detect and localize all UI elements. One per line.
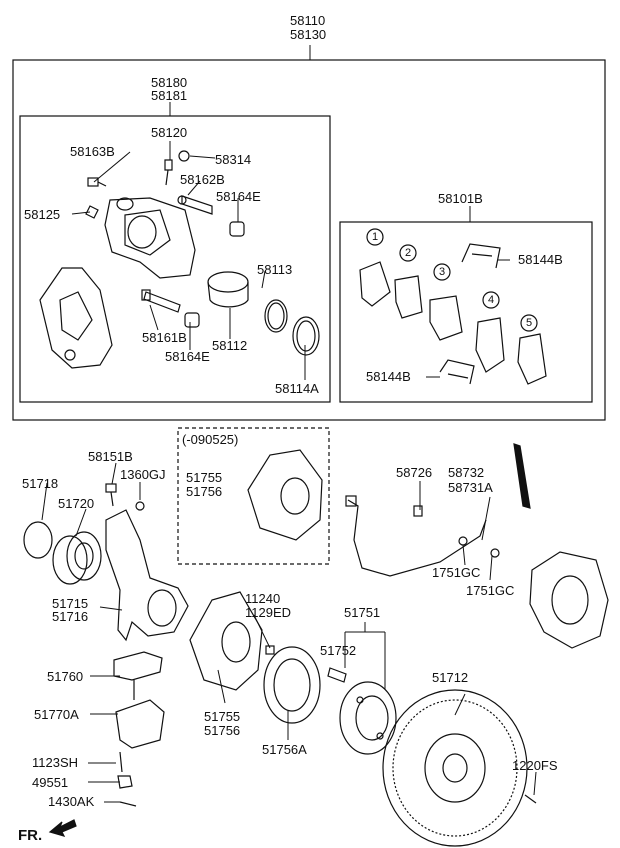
label-58164E-bottom: 58164E bbox=[165, 349, 210, 364]
caliper-body bbox=[104, 197, 196, 279]
label-58731A: 58731A bbox=[448, 480, 493, 495]
bolt-58151B bbox=[105, 483, 117, 507]
pad-kit-frame bbox=[339, 221, 593, 403]
label-1751GC-a: 1751GC bbox=[432, 565, 481, 580]
label-51751: 51751 bbox=[344, 605, 381, 620]
label-1129ED: 1129ED bbox=[245, 605, 292, 620]
pad-spring-58144B-top bbox=[461, 243, 501, 269]
label-090525: (-090525) bbox=[182, 432, 239, 447]
brake-pads bbox=[359, 228, 547, 385]
label-51770A: 51770A bbox=[34, 707, 79, 722]
guide-pin-58162B bbox=[177, 195, 213, 215]
label-58144B-top: 58144B bbox=[518, 252, 563, 267]
dust-cover-51755-top bbox=[247, 449, 323, 541]
label-11240: 11240 bbox=[245, 591, 281, 606]
bleeder-58120 bbox=[164, 159, 173, 186]
label-51718: 51718 bbox=[22, 476, 59, 491]
knuckle-51715 bbox=[105, 509, 189, 642]
label-49551: 49551 bbox=[32, 775, 69, 790]
caliper-assembled bbox=[529, 551, 609, 649]
bolt-58726 bbox=[413, 505, 423, 517]
wheel-arc-icon bbox=[513, 443, 531, 509]
bracket-51770A bbox=[115, 699, 165, 749]
piston-58112 bbox=[207, 271, 249, 308]
label-58101B: 58101B bbox=[438, 191, 483, 206]
boot-58164E-bottom bbox=[184, 312, 200, 328]
label-51756-top: 51756 bbox=[186, 484, 223, 499]
bolt-1123SH bbox=[119, 751, 123, 773]
dust-cover-51755-bottom bbox=[189, 591, 263, 691]
washer-1751GC-a bbox=[458, 536, 468, 546]
seal-58113 bbox=[264, 299, 288, 333]
label-1751GC-b: 1751GC bbox=[466, 583, 515, 598]
nut-1360GJ bbox=[135, 501, 145, 511]
shield-51756A bbox=[263, 646, 321, 724]
cap-58314 bbox=[178, 150, 190, 162]
label-58144B-bottom: 58144B bbox=[366, 369, 411, 384]
label-58161B: 58161B bbox=[142, 330, 187, 345]
label-51755-bottom: 51755 bbox=[204, 709, 241, 724]
label-51756-bottom: 51756 bbox=[204, 723, 241, 738]
front-arrow-icon bbox=[48, 819, 77, 837]
front-direction-label: FR. bbox=[18, 827, 43, 844]
label-51752: 51752 bbox=[320, 643, 357, 658]
washer-1751GC-b bbox=[490, 548, 500, 558]
pad-number-3: 3 bbox=[438, 266, 446, 278]
dust-cover-variant-frame bbox=[177, 427, 330, 565]
pad-number-4: 4 bbox=[487, 294, 495, 306]
hub-51751 bbox=[339, 681, 397, 755]
label-58125: 58125 bbox=[24, 207, 61, 222]
label-1430AK: 1430AK bbox=[48, 794, 95, 809]
disc-51712 bbox=[382, 689, 528, 847]
label-51712: 51712 bbox=[432, 670, 469, 685]
pad-number-2: 2 bbox=[404, 247, 412, 259]
label-58110: 58110 bbox=[290, 13, 326, 28]
boot-58114A bbox=[292, 316, 320, 356]
screw-1220FS bbox=[524, 794, 537, 804]
label-58180: 58180 bbox=[151, 75, 188, 90]
screw-11240 bbox=[265, 645, 275, 655]
label-1360GJ: 1360GJ bbox=[120, 467, 166, 482]
label-58112: 58112 bbox=[212, 338, 248, 353]
label-51755-top: 51755 bbox=[186, 470, 223, 485]
nut-49551 bbox=[117, 775, 133, 789]
caliper-assembly-frame bbox=[12, 59, 606, 421]
label-58314: 58314 bbox=[215, 152, 252, 167]
label-58164E-top: 58164E bbox=[216, 189, 261, 204]
snap-ring-51718 bbox=[23, 521, 53, 559]
label-51760: 51760 bbox=[47, 669, 84, 684]
label-1123SH: 1123SH bbox=[32, 755, 79, 770]
pad-number-5: 5 bbox=[525, 317, 533, 329]
label-51756A: 51756A bbox=[262, 742, 307, 757]
label-58120: 58120 bbox=[151, 125, 188, 140]
label-1220FS: 1220FS bbox=[512, 758, 558, 773]
label-58181: 58181 bbox=[151, 88, 188, 103]
label-58114A: 58114A bbox=[275, 381, 319, 396]
stud-51752 bbox=[327, 667, 347, 683]
brake-hose-58731A bbox=[345, 495, 487, 577]
label-58151B: 58151B bbox=[88, 449, 133, 464]
bolt-58163B bbox=[87, 177, 107, 187]
label-58130: 58130 bbox=[290, 27, 327, 42]
label-58726: 58726 bbox=[396, 465, 433, 480]
caliper-subassembly-frame bbox=[19, 115, 331, 403]
label-51715: 51715 bbox=[52, 596, 89, 611]
label-58732: 58732 bbox=[448, 465, 485, 480]
caliper-bracket bbox=[39, 267, 113, 369]
leader-lines bbox=[41, 45, 537, 803]
label-51720: 51720 bbox=[58, 496, 95, 511]
guide-pin-58161B bbox=[141, 289, 181, 313]
label-58162B: 58162B bbox=[180, 172, 225, 187]
clip-58125 bbox=[85, 205, 99, 219]
pad-spring-58144B-bottom bbox=[439, 359, 475, 385]
pad-number-1: 1 bbox=[371, 231, 379, 243]
label-58113: 58113 bbox=[257, 262, 293, 277]
lower-arm-51760 bbox=[113, 651, 163, 700]
pin-1430AK bbox=[119, 801, 137, 807]
label-51716: 51716 bbox=[52, 609, 89, 624]
label-58163B: 58163B bbox=[70, 144, 115, 159]
bearing-51720 bbox=[52, 531, 102, 585]
boot-58164E-top bbox=[229, 221, 245, 237]
